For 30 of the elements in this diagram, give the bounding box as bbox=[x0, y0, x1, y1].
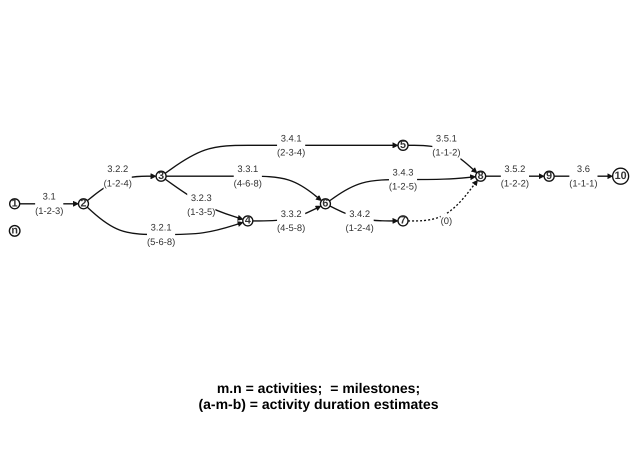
legend-note: = milestones; bbox=[330, 380, 420, 396]
node-circle: 7 bbox=[396, 215, 408, 227]
legend-note: m.n = activities; bbox=[216, 380, 322, 396]
node-circle: n bbox=[8, 224, 20, 237]
edge-label: 3.4.1 (2-3-4) bbox=[276, 132, 305, 158]
arrow bbox=[408, 180, 478, 222]
arrow bbox=[164, 142, 398, 174]
edge-label: 3.6 (1-1-1) bbox=[568, 163, 598, 188]
node-circle: 1 bbox=[8, 198, 20, 210]
edge-label: 3.1 (1-2-3) bbox=[34, 191, 63, 216]
edge-label: 3.4.3 (1-2-5) bbox=[388, 166, 417, 192]
node-circle: 10 bbox=[611, 168, 629, 185]
arrow bbox=[164, 178, 243, 221]
edge-label: 3.3.1 (4-6-8) bbox=[233, 163, 262, 188]
node-circle: 5 bbox=[396, 140, 408, 151]
edge-label: 3.3.2 (4-5-8) bbox=[276, 208, 305, 233]
node-circle: 9 bbox=[542, 170, 554, 182]
legend-note: (a-m-b) = activity duration estimates bbox=[198, 396, 438, 412]
edge-label: 3.5.2 (1-2-2) bbox=[500, 163, 529, 188]
edge-label: 3.5.1 (1-1-2) bbox=[432, 132, 460, 158]
node-circle: 6 bbox=[319, 198, 331, 210]
node-circle: 8 bbox=[474, 170, 486, 182]
edge-label: 3.2.2 (1-2-4) bbox=[103, 163, 132, 188]
node-circle: 4 bbox=[242, 215, 253, 227]
edge-label: 3.2.3 (1-3-5) bbox=[186, 192, 215, 217]
edge-label: (0) bbox=[440, 215, 452, 226]
node-circle: 2 bbox=[77, 198, 89, 210]
edge-label: 3.4.2 (1-2-4) bbox=[345, 208, 374, 233]
edge-label: 3.2.1 (5-6-8) bbox=[146, 222, 175, 247]
node-circle: 3 bbox=[154, 170, 166, 182]
